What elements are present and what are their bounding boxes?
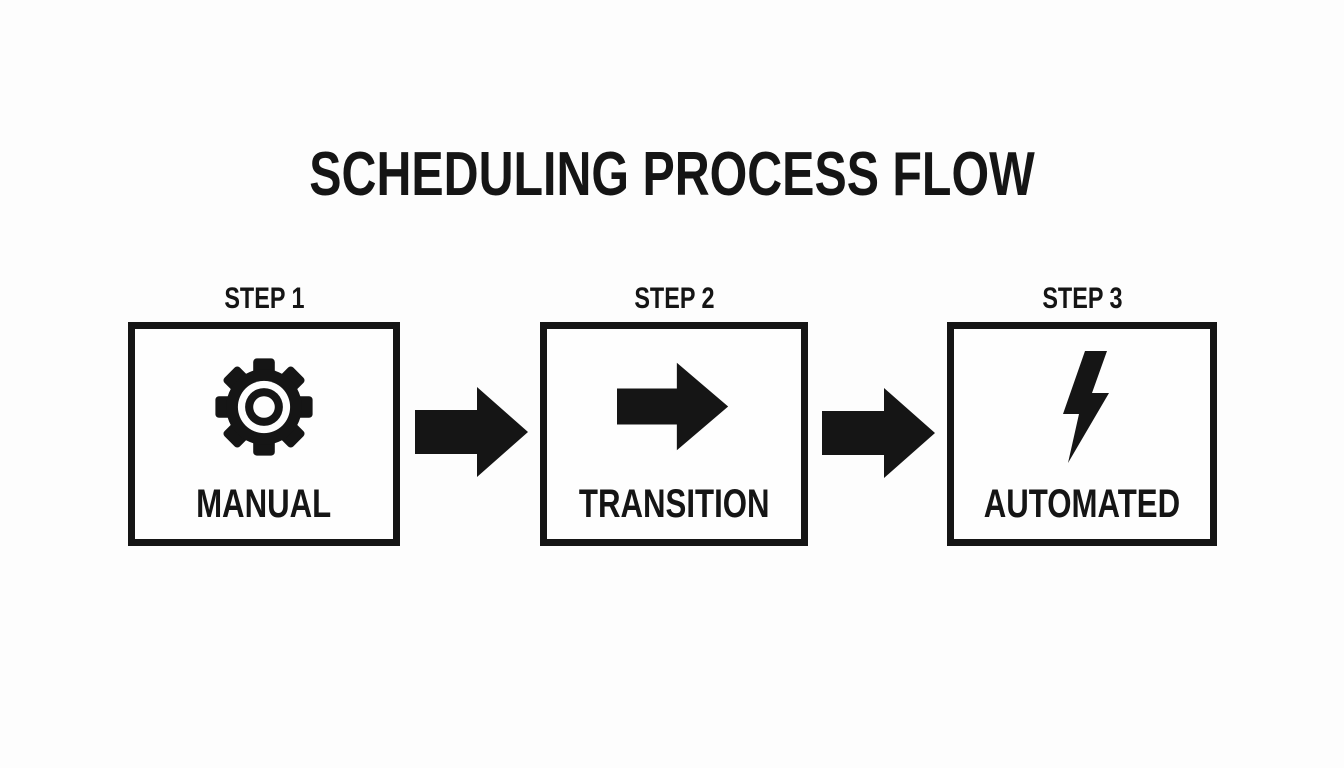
- connector-arrow-right-icon: [822, 387, 937, 479]
- step-3-label: STEP 3: [1041, 282, 1123, 315]
- page-title: SCHEDULING PROCESS FLOW: [0, 142, 1344, 208]
- arrow-right-icon: [616, 359, 733, 454]
- lightning-bolt-icon: [1051, 351, 1113, 463]
- step-2-label: STEP 2: [633, 282, 715, 315]
- step-1-name: MANUAL: [196, 482, 332, 526]
- step-3-box: AUTOMATED: [947, 322, 1217, 546]
- step-1-box: MANUAL: [128, 322, 400, 546]
- step-2-box: TRANSITION: [540, 322, 808, 546]
- connector-arrow-right-icon: [415, 386, 530, 478]
- page-title-text: SCHEDULING PROCESS FLOW: [309, 140, 1035, 209]
- step-1-label: STEP 1: [223, 282, 305, 315]
- step-2-name: TRANSITION: [578, 482, 770, 526]
- gear-icon: [210, 353, 318, 461]
- step-3-name: AUTOMATED: [983, 482, 1181, 526]
